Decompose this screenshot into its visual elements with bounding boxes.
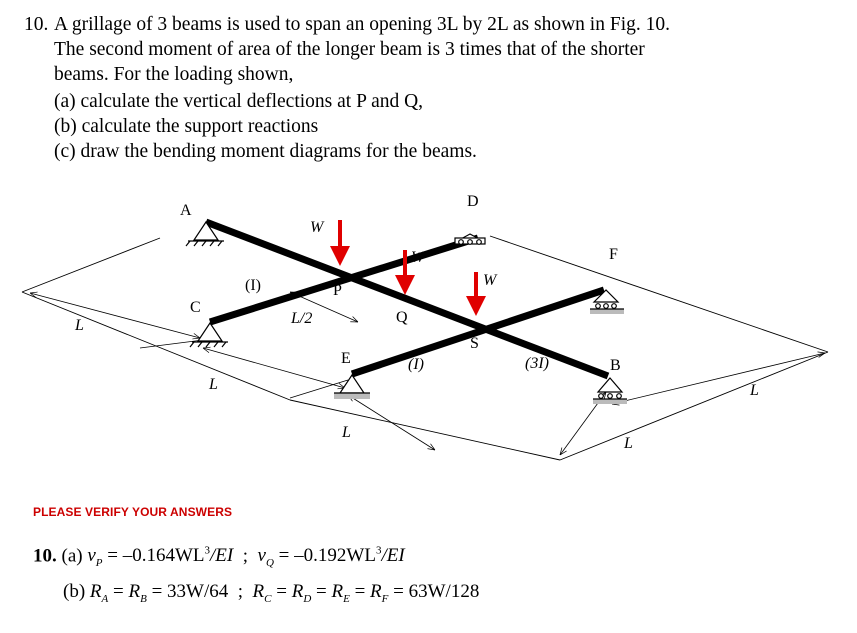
answer-rb: RB: [128, 581, 147, 605]
answer-rf: RF: [370, 581, 389, 605]
label-F: F: [609, 246, 618, 263]
support-B: [593, 377, 627, 404]
label-L-left: L: [74, 317, 84, 334]
label-W3: W: [483, 272, 498, 289]
supports: [185, 220, 627, 404]
beam-EF: [350, 286, 606, 378]
dim-left-L: [30, 293, 200, 338]
label-3I: (3I): [525, 355, 549, 372]
answer-rf-value: = 63W/128: [393, 581, 480, 602]
dim-L-c: [203, 348, 345, 388]
beam-long-AB: [204, 218, 610, 380]
label-B: B: [610, 357, 621, 374]
answer-vp-symbol: vP: [87, 545, 103, 570]
support-A: [185, 220, 224, 247]
support-C: [189, 321, 228, 348]
answer-line-b: (b) RA = RB = 33W/64 ; RC = RD = RE = RF…: [63, 581, 479, 605]
problem-line-3: beams. For the loading shown,: [54, 64, 294, 85]
beams: [204, 218, 610, 380]
verify-notice: PLEASE VERIFY YOUR ANSWERS: [33, 505, 233, 519]
answer-eq-4: =: [354, 581, 366, 602]
answer-eq-2: =: [276, 581, 287, 602]
label-I-left: (I): [245, 277, 261, 294]
answer-sep-1: ;: [242, 545, 249, 567]
label-L-c: L: [208, 376, 218, 393]
loads: [330, 220, 486, 316]
answer-part-a: (a): [61, 545, 83, 567]
support-E: [334, 373, 370, 399]
label-C: C: [190, 299, 201, 316]
answer-rb-value: = 33W/64: [151, 581, 229, 602]
label-E: E: [341, 350, 351, 367]
label-L-e: L: [341, 424, 351, 441]
label-P: P: [333, 282, 342, 299]
label-W2: W: [411, 249, 426, 266]
answer-re: RE: [331, 581, 350, 605]
support-D: [454, 233, 486, 245]
answer-rc: RC: [252, 581, 272, 605]
answer-rd: RD: [291, 581, 312, 605]
label-S: S: [470, 335, 479, 352]
label-I-mid: (I): [408, 356, 424, 373]
answer-vp-value: = –0.164WL3/EI: [107, 545, 234, 567]
answer-eq-3: =: [316, 581, 327, 602]
label-D: D: [467, 193, 479, 210]
problem-line-2: The second moment of area of the longer …: [54, 39, 645, 60]
answer-eq-1: =: [113, 581, 124, 602]
problem-part-b: (b) calculate the support reactions: [54, 116, 319, 137]
label-L-b: L: [623, 435, 633, 452]
problem-part-c: (c) draw the bending moment diagrams for…: [54, 141, 477, 162]
answer-ra: RA: [89, 581, 109, 605]
answer-number: 10.: [33, 545, 57, 567]
label-half-span: L/2: [290, 310, 312, 327]
label-A: A: [180, 202, 192, 219]
answer-vq-symbol: vQ: [257, 545, 274, 570]
support-F: [590, 289, 624, 314]
problem-number: 10.: [24, 14, 49, 35]
label-W1: W: [310, 219, 325, 236]
label-L-right: L: [749, 382, 759, 399]
answer-line-a: 10. (a) vP = –0.164WL3/EI ; vQ = –0.192W…: [33, 545, 405, 569]
answer-vq-value: = –0.192WL3/EI: [278, 545, 405, 567]
label-Q: Q: [396, 309, 408, 326]
dim-right-L: [612, 353, 825, 404]
answer-sep-2: ;: [237, 581, 244, 602]
problem-part-a: (a) calculate the vertical deflections a…: [54, 91, 424, 112]
problem-line-1: A grillage of 3 beams is used to span an…: [54, 14, 670, 35]
beam-CD: [208, 234, 480, 326]
answer-part-b: (b): [63, 581, 86, 602]
dim-L-e: [348, 395, 435, 450]
